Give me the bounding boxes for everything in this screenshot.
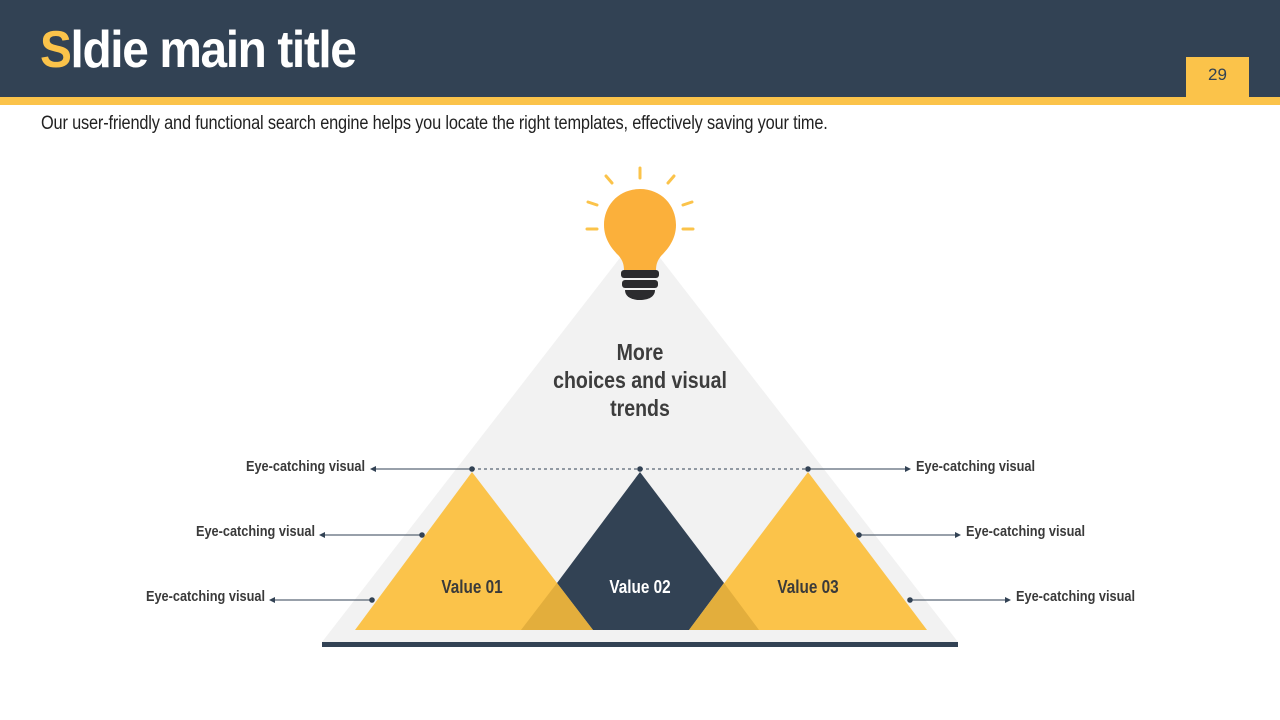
page-number: 29 <box>1186 57 1249 97</box>
triangle-value-01 <box>355 472 593 630</box>
left-label-1: Eye-catching visual <box>245 458 365 475</box>
right-label-1: Eye-catching visual <box>916 458 1036 475</box>
lightbulb-icon <box>585 166 695 300</box>
right-label-3: Eye-catching visual <box>1016 588 1136 605</box>
slide-title: Sldie main title <box>40 18 357 82</box>
value-label-03: Value 03 <box>777 577 839 597</box>
right-label-2: Eye-catching visual <box>966 523 1086 540</box>
center-text: More choices and visual trends <box>538 338 742 422</box>
triangle-value-02 <box>557 472 724 630</box>
center-text-line-3: trends <box>610 395 670 421</box>
slide-subtitle: Our user-friendly and functional search … <box>41 113 828 134</box>
value-label-01: Value 01 <box>441 577 503 597</box>
base-line <box>322 642 958 647</box>
title-rest: ldie main title <box>70 21 357 79</box>
triangle-value-03 <box>689 472 927 630</box>
header-bar <box>0 0 1280 97</box>
left-label-3: Eye-catching visual <box>145 588 265 605</box>
value-label-02: Value 02 <box>609 577 671 597</box>
center-text-line-2: choices and visual <box>553 367 727 393</box>
overlap-shade-right <box>689 583 759 630</box>
center-text-line-1: More <box>616 339 664 365</box>
overlap-shade-left <box>521 583 593 630</box>
title-first-letter: S <box>40 21 72 79</box>
header-accent-stripe <box>0 97 1280 105</box>
left-label-2: Eye-catching visual <box>195 523 315 540</box>
connector-dots <box>369 466 913 603</box>
